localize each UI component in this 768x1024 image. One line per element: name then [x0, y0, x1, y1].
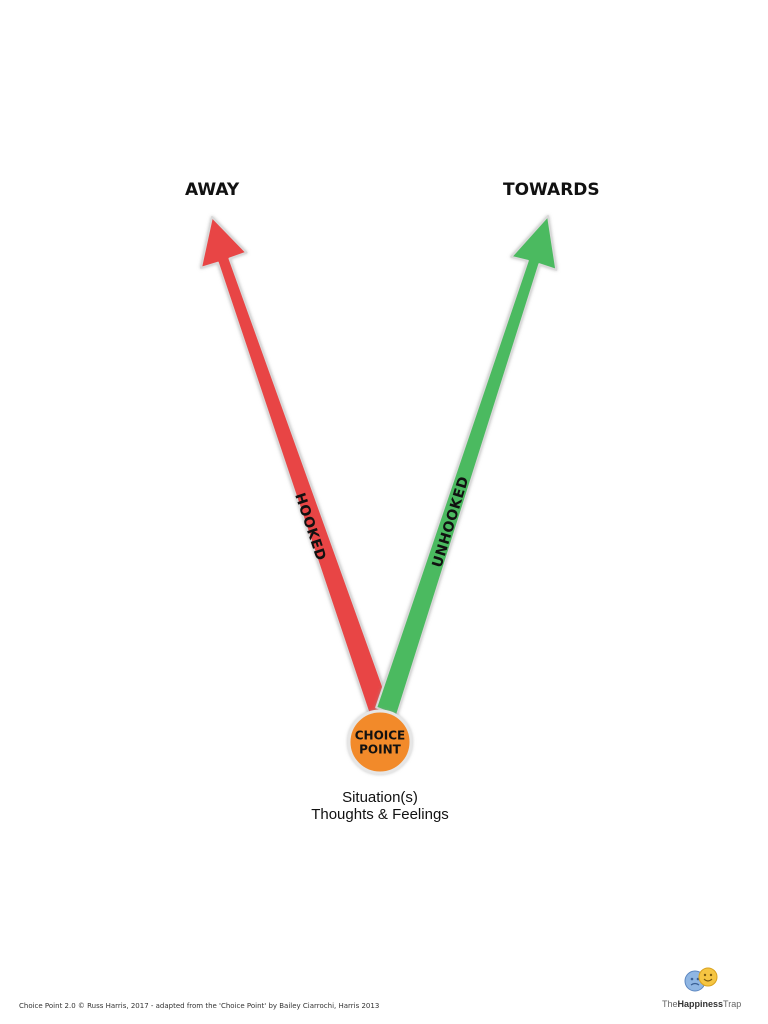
towards-arrow	[375, 215, 558, 717]
situation-label: Situation(s)	[342, 789, 418, 806]
smiley-faces-icon	[684, 967, 718, 992]
logo-text-bold: Happiness	[677, 999, 724, 1009]
choice-point-label-line1: CHOICE	[355, 729, 406, 743]
thoughts-feelings-label: Thoughts & Feelings	[311, 806, 449, 823]
away-arrow	[200, 216, 392, 717]
logo-text-suffix: Trap	[723, 999, 742, 1009]
choice-point-circle	[347, 709, 413, 775]
logo-text: TheHappinessTrap	[662, 999, 741, 1009]
away-label: AWAY	[185, 180, 240, 200]
away-arrow-shape	[200, 216, 392, 717]
towards-label: TOWARDS	[503, 180, 600, 200]
choice-point-node	[347, 709, 413, 775]
logo-text-prefix: The	[662, 999, 678, 1009]
towards-arrow-shape	[375, 215, 558, 717]
footer-credit: Choice Point 2.0 © Russ Harris, 2017 - a…	[19, 1002, 380, 1010]
happiness-trap-logo: TheHappinessTrap	[662, 965, 752, 1015]
choice-point-label-line2: POINT	[359, 743, 402, 757]
